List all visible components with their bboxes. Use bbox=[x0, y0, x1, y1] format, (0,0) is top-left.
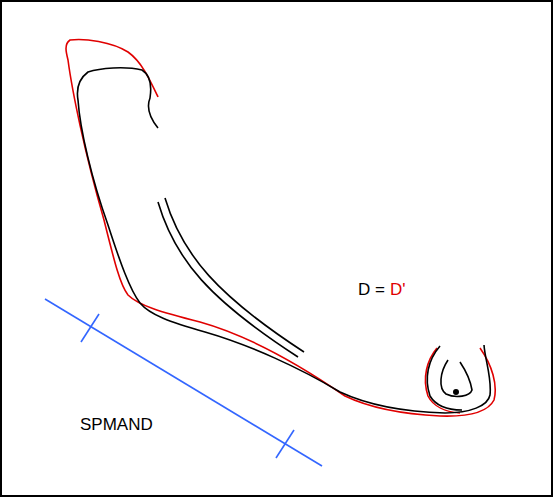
point-label: D = bbox=[358, 281, 385, 298]
point-d bbox=[453, 389, 459, 395]
point-label: D' bbox=[390, 281, 406, 298]
spmand-line bbox=[45, 299, 322, 466]
spmand-tick bbox=[276, 430, 294, 458]
black-mandible-outline bbox=[77, 68, 490, 413]
red-mandible-outline bbox=[66, 40, 495, 417]
black-symphysis bbox=[427, 346, 462, 410]
spmand-tick bbox=[81, 314, 99, 342]
red-symphysis bbox=[425, 348, 460, 413]
symphysis-inner bbox=[441, 360, 472, 397]
plane-label: SPMAND bbox=[80, 416, 153, 433]
mandibular-canal bbox=[165, 198, 304, 352]
